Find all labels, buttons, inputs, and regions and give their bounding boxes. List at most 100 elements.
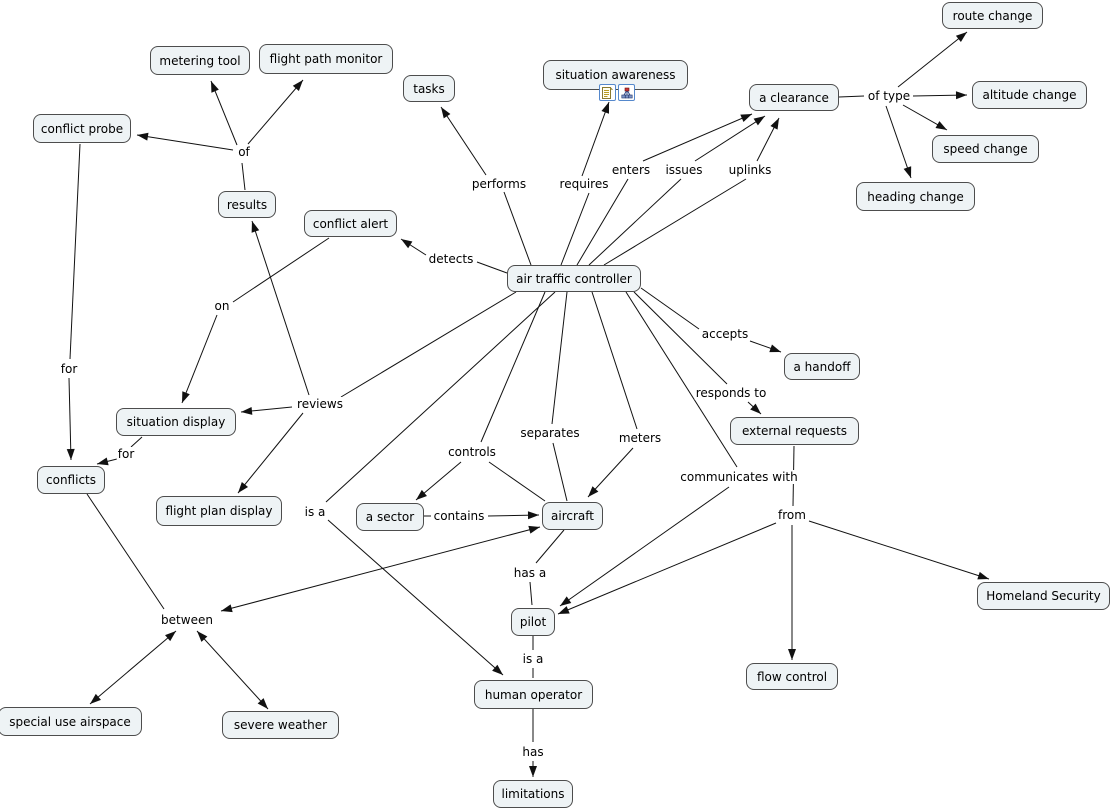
edge-line <box>529 581 533 606</box>
resource-icon-group[interactable] <box>599 84 635 101</box>
concept-conflicts[interactable]: conflicts <box>37 466 105 494</box>
link-label-detects[interactable]: detects <box>427 252 475 266</box>
arrowhead <box>257 698 268 709</box>
concept-conflict-alert[interactable]: conflict alert <box>304 210 397 237</box>
link-label-enters[interactable]: enters <box>610 163 652 177</box>
link-label-controls[interactable]: controls <box>447 445 497 459</box>
concept-flight-path-monitor[interactable]: flight path monitor <box>259 44 393 74</box>
concept-altitude-change[interactable]: altitude change <box>972 81 1087 109</box>
concept-results[interactable]: results <box>218 191 276 218</box>
edge-line <box>247 79 304 145</box>
edge-line <box>340 291 517 398</box>
edge-line <box>325 291 556 503</box>
edge-line <box>808 520 990 580</box>
concept-speed-change[interactable]: speed change <box>932 135 1039 163</box>
arrowhead <box>935 121 947 130</box>
concept-route-change[interactable]: route change <box>942 2 1043 29</box>
link-label-uplinks[interactable]: uplinks <box>727 163 773 177</box>
arrowhead <box>137 132 149 141</box>
concept-flight-plan-display[interactable]: flight plan display <box>156 496 282 526</box>
arrowhead <box>601 102 609 114</box>
arrowhead <box>165 631 176 642</box>
concept-human-operator[interactable]: human operator <box>474 680 593 709</box>
arrowhead <box>588 486 599 497</box>
edge-line <box>535 529 565 564</box>
link-label-meters[interactable]: meters <box>617 431 663 445</box>
arrowhead <box>401 239 413 249</box>
link-label-is-a-controller[interactable]: is a <box>303 505 327 519</box>
arrowhead <box>528 525 540 534</box>
arrowhead <box>750 403 761 414</box>
concept-aircraft[interactable]: aircraft <box>542 502 603 530</box>
concept-homeland-security[interactable]: Homeland Security <box>977 582 1110 610</box>
document-icon-glyph <box>602 86 613 99</box>
link-label-from[interactable]: from <box>777 508 807 522</box>
edge-line <box>503 191 532 266</box>
concept-a-handoff[interactable]: a handoff <box>784 353 860 380</box>
concept-a-clearance[interactable]: a clearance <box>749 84 839 111</box>
arrowhead <box>529 766 537 777</box>
concept-heading-change[interactable]: heading change <box>856 182 975 211</box>
edge-line <box>327 519 504 676</box>
edge-line <box>588 178 682 266</box>
concept-external-requests[interactable]: external requests <box>730 417 859 445</box>
edge-line <box>440 106 487 176</box>
arrowhead <box>527 511 539 520</box>
concept-special-use-airspace[interactable]: special use airspace <box>0 707 142 736</box>
link-label-requires[interactable]: requires <box>558 177 610 191</box>
arrowhead <box>903 166 912 178</box>
concept-map-icon-glyph <box>621 87 633 98</box>
concept-air-traffic-controller[interactable]: air traffic controller <box>507 265 641 292</box>
arrowhead <box>197 631 208 642</box>
arrowhead <box>492 664 503 675</box>
link-label-has[interactable]: has <box>521 745 545 759</box>
edge-line <box>86 493 165 610</box>
link-label-issues[interactable]: issues <box>664 163 704 177</box>
edge-line <box>633 291 728 385</box>
edge-line <box>220 526 541 612</box>
link-label-contains[interactable]: contains <box>432 509 486 523</box>
edge-line <box>488 461 546 502</box>
link-label-separates[interactable]: separates <box>519 426 581 440</box>
concept-conflict-probe[interactable]: conflict probe <box>33 114 131 143</box>
link-label-for-situation-display[interactable]: for <box>116 447 136 461</box>
arrowhead <box>292 80 303 91</box>
concept-pilot[interactable]: pilot <box>511 608 555 636</box>
arrowhead <box>560 596 572 606</box>
edge-line <box>560 192 590 266</box>
link-label-performs[interactable]: performs <box>470 177 528 191</box>
concept-a-sector[interactable]: a sector <box>356 503 424 531</box>
link-label-of-type[interactable]: of type <box>866 89 912 103</box>
concept-severe-weather[interactable]: severe weather <box>222 711 339 739</box>
link-label-on[interactable]: on <box>213 299 231 313</box>
link-label-communicates-with[interactable]: communicates with <box>679 470 799 484</box>
link-label-between[interactable]: between <box>160 613 214 627</box>
concept-flow-control[interactable]: flow control <box>746 663 838 690</box>
edge-line <box>581 101 610 177</box>
arrowhead <box>238 481 249 493</box>
link-label-reviews[interactable]: reviews <box>296 397 344 411</box>
concept-tasks[interactable]: tasks <box>403 75 455 102</box>
link-label-accepts[interactable]: accepts <box>700 327 750 341</box>
arrowhead <box>211 81 219 93</box>
concept-metering-tool[interactable]: metering tool <box>150 46 250 75</box>
arrowhead <box>955 91 967 100</box>
link-label-has-a[interactable]: has a <box>512 566 548 580</box>
edge-line <box>237 412 304 494</box>
link-label-is-a-pilot[interactable]: is a <box>521 652 545 666</box>
link-label-of[interactable]: of <box>237 145 251 159</box>
document-icon[interactable] <box>599 84 616 101</box>
edge-line <box>576 178 629 266</box>
edge-line <box>587 447 634 498</box>
link-label-responds-to[interactable]: responds to <box>694 386 768 400</box>
edge-line <box>559 486 730 607</box>
edge-line <box>241 162 246 191</box>
concept-situation-display[interactable]: situation display <box>116 408 236 436</box>
concept-limitations[interactable]: limitations <box>493 780 573 808</box>
link-label-for-conflict-probe[interactable]: for <box>59 362 79 376</box>
arrowhead <box>977 571 989 580</box>
edge-line <box>181 314 218 404</box>
concept-map-icon[interactable] <box>618 84 635 101</box>
